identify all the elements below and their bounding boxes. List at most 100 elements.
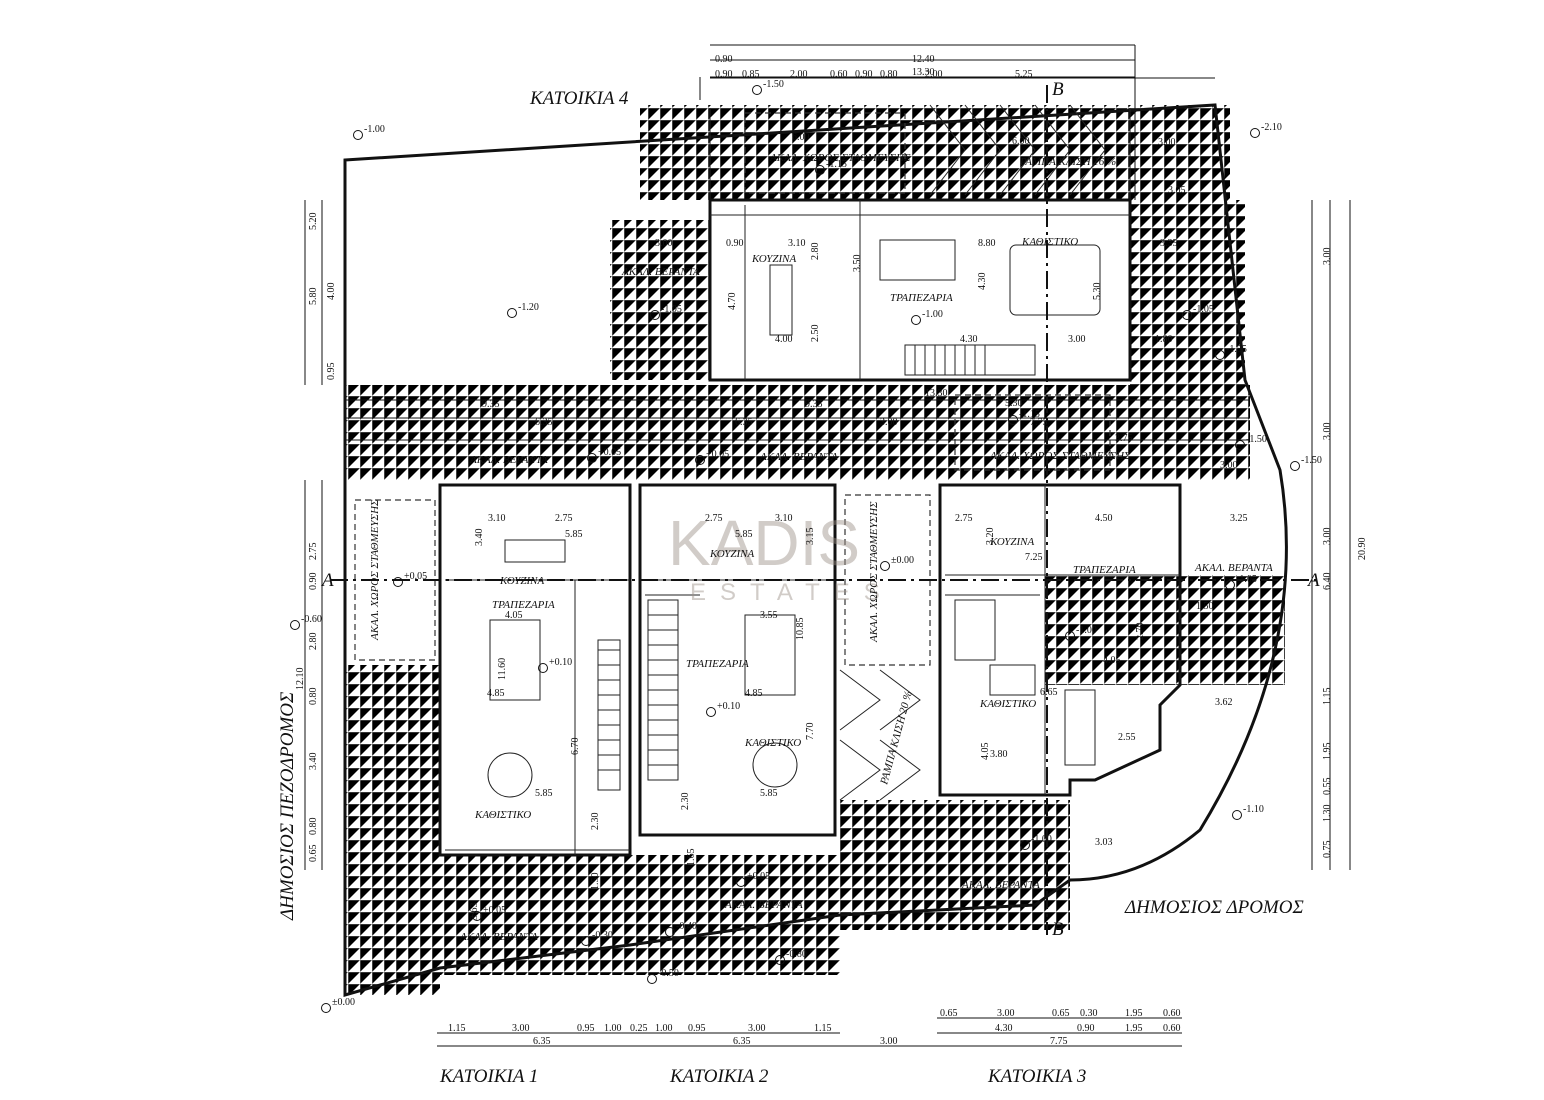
level-value: +0.05 — [404, 571, 427, 582]
dimension-interior: 2.55 — [1118, 732, 1136, 743]
room-label: ΡΑΜΠΑ ΚΛΙΣΗ 16 % — [1019, 156, 1116, 168]
level-marker-icon — [1020, 840, 1030, 850]
level-value: -1.00 — [364, 124, 385, 135]
level-value: -0.60 — [301, 614, 322, 625]
dimension-bottom-right: 0.60 — [1163, 1023, 1181, 1034]
room-label: ΚΟΥΖΙΝΑ — [989, 536, 1034, 548]
level-marker-icon — [507, 308, 517, 318]
dimension-interior: 11.60 — [497, 658, 508, 680]
house-1-title: ΚΑΤΟΙΚΙΑ 1 — [439, 1066, 538, 1087]
house-4-title: ΚΑΤΟΙΚΙΑ 4 — [529, 88, 629, 109]
level-value: -1.00 — [1031, 834, 1052, 845]
dimension-bottom-total: 3.00 — [880, 1036, 898, 1047]
dimension-left-chain: 5.20 — [308, 213, 319, 231]
dimension-top-chain: 2.00 — [790, 69, 808, 80]
dimension-top-chain: 2.00 — [925, 69, 943, 80]
level-value: -0.50 — [658, 968, 679, 979]
level-value: -1.50 — [1246, 434, 1267, 445]
ramp-house-4 — [929, 104, 1106, 196]
dimension-interior: 3.55 — [760, 610, 778, 621]
level-value: +0.05 — [747, 871, 770, 882]
level-marker-icon — [393, 577, 403, 587]
room-label: ΤΡΑΠΕΖΑΡΙΑ — [492, 599, 555, 611]
level-value: +0.10 — [549, 657, 572, 668]
dimension-left-chain: 0.95 — [326, 363, 337, 381]
dimension-interior: 3.10 — [775, 513, 793, 524]
room-label: ΑΚΑΛ. ΒΕΡΑΝΤΑ — [1194, 562, 1273, 574]
room-label: ΑΚΑΛ. ΒΕΡΑΝΤΑ — [469, 454, 548, 466]
dimension-interior: 7.25 — [1025, 552, 1043, 563]
level-marker-icon — [1290, 461, 1300, 471]
dimension-lines — [304, 44, 1351, 1047]
level-value: -1.15 — [1019, 409, 1040, 420]
house-4-walls — [708, 198, 1132, 382]
level-marker-icon — [775, 955, 785, 965]
dimension-top-chain: 0.90 — [855, 69, 873, 80]
room-label: ΚΑΘΙΣΤΙΚΟ — [979, 698, 1036, 710]
level-marker-icon — [353, 130, 363, 140]
dimension-right-chain: 6.40 — [1322, 573, 1333, 591]
level-value: -1.20 — [518, 302, 539, 313]
parking-space-house-4 — [744, 112, 906, 194]
dimension-bottom-right: 0.65 — [1052, 1008, 1070, 1019]
room-label: ΑΚΑΛ. ΒΕΡΑΝΤΑ — [459, 931, 538, 943]
level-marker-icon — [1182, 310, 1192, 320]
room-label: ΑΚΑΛ. ΒΕΡΑΝΤΑ — [759, 451, 838, 463]
level-marker-icon — [1215, 350, 1225, 360]
room-label: ΤΡΑΠΕΖΑΡΙΑ — [1073, 564, 1136, 576]
dimension-interior: 3.05 — [1168, 185, 1186, 196]
dimension-interior: 3.25 — [1230, 513, 1248, 524]
room-label: ΑΚΑΛ. ΧΩΡΟΣ ΣΤΑΘΜΕΥΣΗΣ — [769, 152, 911, 164]
dimension-left-chain: 12.10 — [295, 668, 306, 691]
dimension-bottom-right: 0.60 — [1163, 1008, 1181, 1019]
level-marker-icon — [911, 315, 921, 325]
dimension-left-chain: 2.80 — [308, 633, 319, 651]
dimension-bottom-right: 0.65 — [940, 1008, 958, 1019]
level-marker-icon — [695, 455, 705, 465]
level-value: -1.05 — [1193, 304, 1214, 315]
dimension-interior: 3.15 — [805, 528, 816, 546]
dimension-bottom-right: 1.95 — [1125, 1008, 1143, 1019]
level-value: ±0.00 — [891, 555, 914, 566]
level-marker-icon — [587, 453, 597, 463]
dimension-interior: 4.50 — [1095, 513, 1113, 524]
dimension-interior: 3.80 — [990, 749, 1008, 760]
dimension-right-chain: 3.00 — [1322, 423, 1333, 441]
dimension-bottom-right: 0.30 — [1080, 1008, 1098, 1019]
level-marker-icon — [1250, 128, 1260, 138]
room-label: ΡΑΜΠΑ ΚΛΙΣΗ 20 % — [878, 690, 915, 787]
dimension-left-chain: 2.75 — [308, 543, 319, 561]
dimension-interior: 3.00 — [1220, 460, 1238, 471]
dimension-bottom-chain: 1.00 — [655, 1023, 673, 1034]
dimension-interior: 3.00 — [880, 417, 898, 428]
dimension-interior: 4.85 — [745, 688, 763, 699]
level-marker-icon — [472, 911, 482, 921]
level-value: -0.30 — [592, 930, 613, 941]
dimension-interior: 4.00 — [775, 334, 793, 345]
level-value: -1.15 — [826, 159, 847, 170]
dimension-interior: 5.85 — [735, 529, 753, 540]
dimension-interior: 8.80 — [978, 238, 996, 249]
level-value: -1.00 — [1076, 625, 1097, 636]
dimension-top-left: 0.90 — [715, 54, 733, 65]
plot-boundary — [343, 103, 1288, 997]
dimension-interior: 6.35 — [735, 417, 753, 428]
level-value: -0.40 — [676, 921, 697, 932]
dimension-right-chain: 0.75 — [1322, 841, 1333, 859]
dimension-left-chain: 0.80 — [308, 818, 319, 836]
dimension-bottom-chain: 3.00 — [512, 1023, 530, 1034]
dimension-bottom-right-total: 7.75 — [1050, 1036, 1068, 1047]
house-2-walls — [638, 483, 931, 837]
dimension-bottom-right: 4.30 — [995, 1023, 1013, 1034]
svg-text:KADIS: KADIS — [668, 507, 860, 579]
dimension-interior: 5.30 — [1092, 283, 1103, 301]
dimension-interior: 2.75 — [555, 513, 573, 524]
house-2-title: ΚΑΤΟΙΚΙΑ 2 — [669, 1066, 769, 1087]
section-mark-a-right: A — [1306, 570, 1320, 591]
dimension-bottom-total: 6.35 — [533, 1036, 551, 1047]
level-marker-icon — [647, 974, 657, 984]
room-label: ΚΑΘΙΣΤΙΚΟ — [1021, 236, 1078, 248]
dimension-left-chain: 0.90 — [308, 573, 319, 591]
section-lines — [330, 85, 1320, 935]
dimension-interior: 3.00 — [1068, 334, 1086, 345]
